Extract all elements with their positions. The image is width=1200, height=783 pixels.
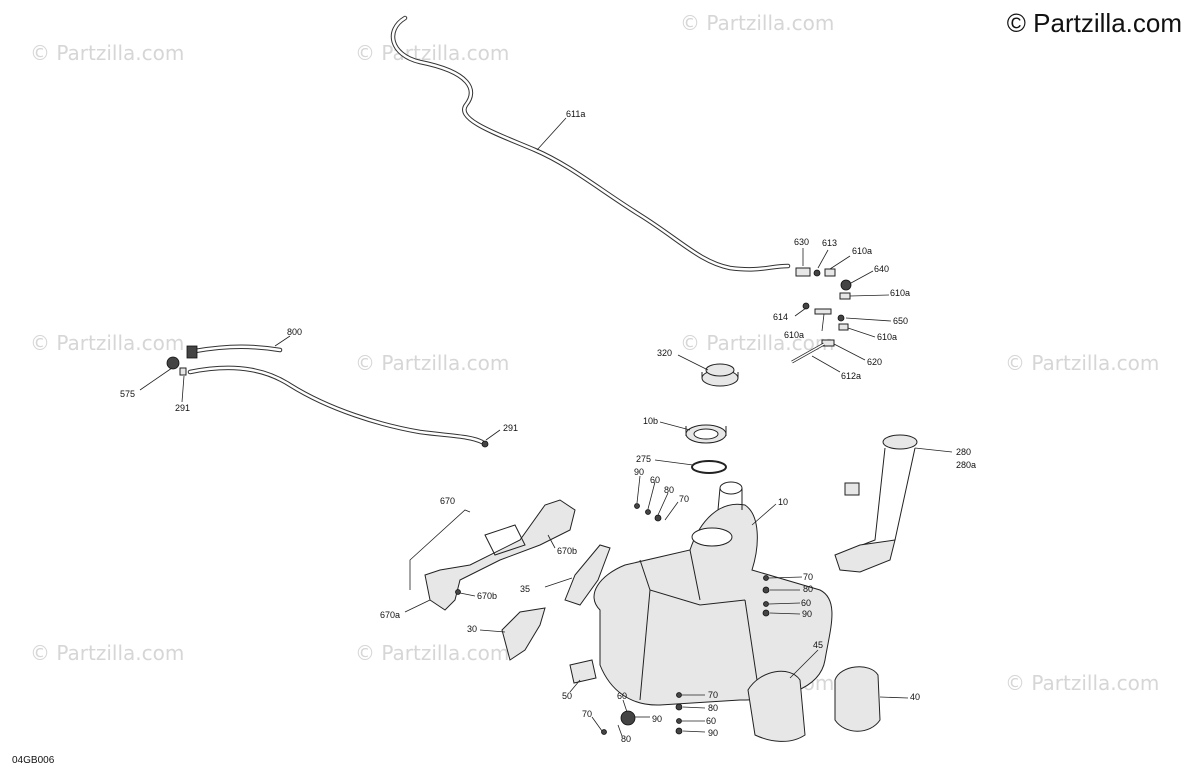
callout-670b[interactable]: 670b — [557, 546, 577, 556]
watermark-text: © Partzilla.com — [1005, 671, 1159, 695]
callout-70[interactable]: 70 — [582, 709, 592, 719]
watermark-text: © Partzilla.com — [355, 41, 509, 65]
callout-280[interactable]: 280 — [956, 447, 971, 457]
fitting-cluster[interactable] — [791, 267, 852, 364]
diagram-code: 04GB006 — [12, 755, 55, 766]
callout-611a[interactable]: 611a — [566, 109, 585, 119]
callout-10[interactable]: 10 — [778, 497, 788, 507]
callout-70[interactable]: 70 — [803, 572, 813, 582]
callout-80[interactable]: 80 — [708, 703, 718, 713]
callout-612a[interactable]: 612a — [841, 371, 861, 381]
fuel-cap-320[interactable] — [701, 363, 739, 387]
callout-80[interactable]: 80 — [803, 584, 813, 594]
heat-shield-35[interactable] — [564, 544, 611, 606]
callout-291[interactable]: 291 — [175, 403, 190, 413]
watermark-text: © Partzilla.com — [30, 641, 184, 665]
callout-275[interactable]: 275 — [636, 454, 651, 464]
callout-575[interactable]: 575 — [120, 389, 135, 399]
cover-45[interactable] — [747, 670, 806, 742]
callout-610a[interactable]: 610a — [784, 330, 804, 340]
callout-50[interactable]: 50 — [562, 691, 572, 701]
cover-40[interactable] — [834, 666, 881, 732]
leader-lines — [139, 117, 953, 737]
callout-80[interactable]: 80 — [621, 734, 631, 744]
watermark-text: © Partzilla.com — [355, 351, 509, 375]
callout-800[interactable]: 800 — [287, 327, 302, 337]
callout-90[interactable]: 90 — [802, 609, 812, 619]
callout-45[interactable]: 45 — [813, 640, 823, 650]
callout-60[interactable]: 60 — [801, 598, 811, 608]
gasket-275[interactable] — [691, 460, 727, 474]
callout-40[interactable]: 40 — [910, 692, 920, 702]
callout-30[interactable]: 30 — [467, 624, 477, 634]
bracket-670[interactable] — [409, 499, 576, 611]
callout-60[interactable]: 60 — [706, 716, 716, 726]
callout-labels: 611a 630 613 610a 640 610a 614 610a 650 … — [120, 109, 976, 744]
callout-320[interactable]: 320 — [657, 348, 672, 358]
callout-670[interactable]: 670 — [440, 496, 455, 506]
locking-ring-10b[interactable] — [685, 424, 727, 444]
callout-610a[interactable]: 610a — [890, 288, 910, 298]
callout-610a[interactable]: 610a — [852, 246, 872, 256]
callout-70[interactable]: 70 — [679, 494, 689, 504]
fuel-pump-280[interactable] — [834, 434, 918, 573]
watermark-text: © Partzilla.com — [30, 41, 184, 65]
callout-640[interactable]: 640 — [874, 264, 889, 274]
hardware-fasteners[interactable] — [455, 503, 770, 735]
callout-280a[interactable]: 280a — [956, 460, 976, 470]
callout-650[interactable]: 650 — [893, 316, 908, 326]
callout-70[interactable]: 70 — [708, 690, 718, 700]
vent-hose-611a[interactable] — [390, 15, 791, 272]
watermark-text: © Partzilla.com — [680, 11, 834, 35]
callout-630[interactable]: 630 — [794, 237, 809, 247]
callout-60[interactable]: 60 — [650, 475, 660, 485]
callout-620[interactable]: 620 — [867, 357, 882, 367]
copyright-label: © Partzilla.com — [1006, 8, 1182, 38]
fill-hose-800[interactable] — [166, 344, 489, 448]
watermark-text: © Partzilla.com — [355, 641, 509, 665]
callout-90[interactable]: 90 — [634, 467, 644, 477]
watermark-text: © Partzilla.com — [30, 331, 184, 355]
callout-613[interactable]: 613 — [822, 238, 837, 248]
callout-614[interactable]: 614 — [773, 312, 788, 322]
callout-610a[interactable]: 610a — [877, 332, 897, 342]
pad-50[interactable] — [569, 659, 597, 684]
callout-670a[interactable]: 670a — [380, 610, 400, 620]
callout-90[interactable]: 90 — [708, 728, 718, 738]
fuel-tank-10[interactable] — [593, 481, 833, 706]
callout-60[interactable]: 60 — [617, 691, 627, 701]
callout-90[interactable]: 90 — [652, 714, 662, 724]
callout-35[interactable]: 35 — [520, 584, 530, 594]
callout-80[interactable]: 80 — [664, 485, 674, 495]
callout-10b[interactable]: 10b — [643, 416, 658, 426]
watermark-text: © Partzilla.com — [1005, 351, 1159, 375]
callout-291[interactable]: 291 — [503, 423, 518, 433]
guard-30[interactable] — [501, 607, 546, 661]
callout-670b[interactable]: 670b — [477, 591, 497, 601]
